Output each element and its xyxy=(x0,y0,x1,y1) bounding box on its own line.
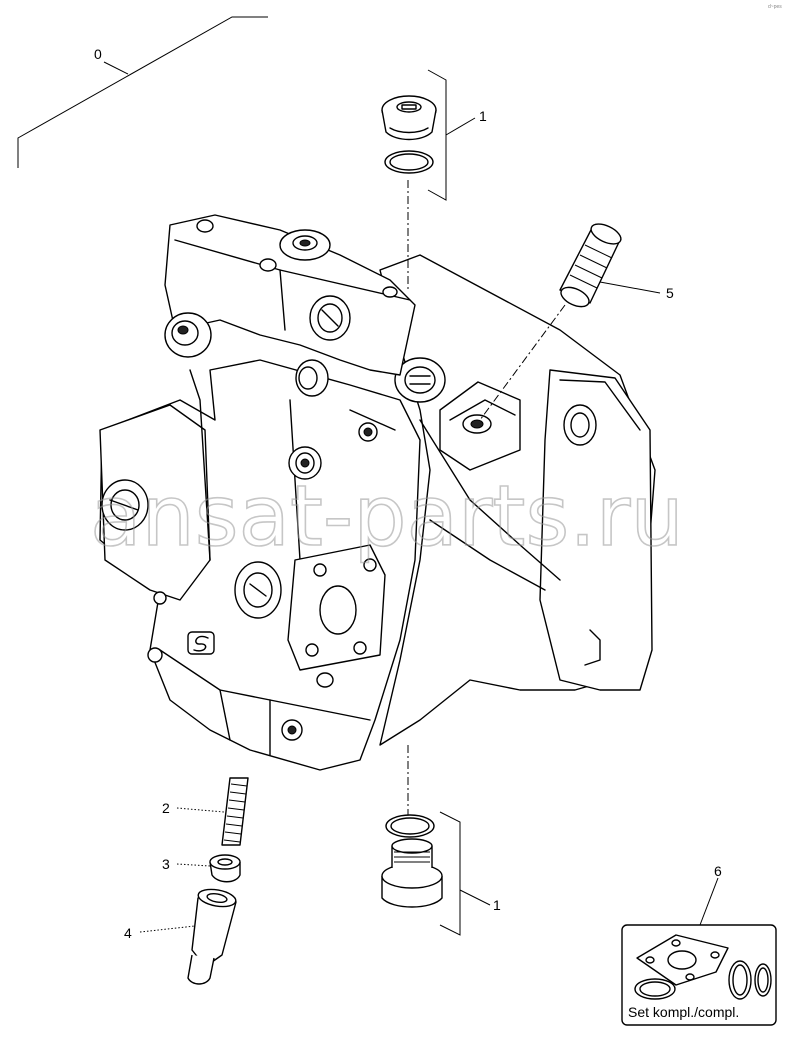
callout-4: 4 xyxy=(124,925,132,941)
watermark: ansat-parts.ru xyxy=(90,467,684,565)
ring-item3 xyxy=(176,854,241,883)
corner-code: d~pes xyxy=(768,4,782,10)
bracket-1-bottom xyxy=(439,811,491,936)
fitting-item5 xyxy=(559,223,661,308)
spring-item2 xyxy=(176,777,249,846)
plug-top-item1 xyxy=(381,95,437,174)
callout-0: 0 xyxy=(94,46,102,62)
valve-insert-item4 xyxy=(139,888,237,985)
callout-6: 6 xyxy=(714,863,722,879)
center-line-item5 xyxy=(479,304,566,421)
assembly-bracket-0 xyxy=(17,16,268,168)
callout-5: 5 xyxy=(666,285,674,301)
callout-1-top: 1 xyxy=(479,108,487,124)
bracket-1-top xyxy=(427,69,476,201)
hydraulic-motor-body xyxy=(99,214,656,771)
seal-kit-box: Set kompl./compl. xyxy=(621,877,777,1026)
callout-2: 2 xyxy=(162,800,170,816)
kit-caption: Set kompl./compl. xyxy=(628,1004,739,1020)
callout-3: 3 xyxy=(162,856,170,872)
plug-bottom-item1 xyxy=(381,814,443,908)
callout-1-bottom: 1 xyxy=(493,897,501,913)
